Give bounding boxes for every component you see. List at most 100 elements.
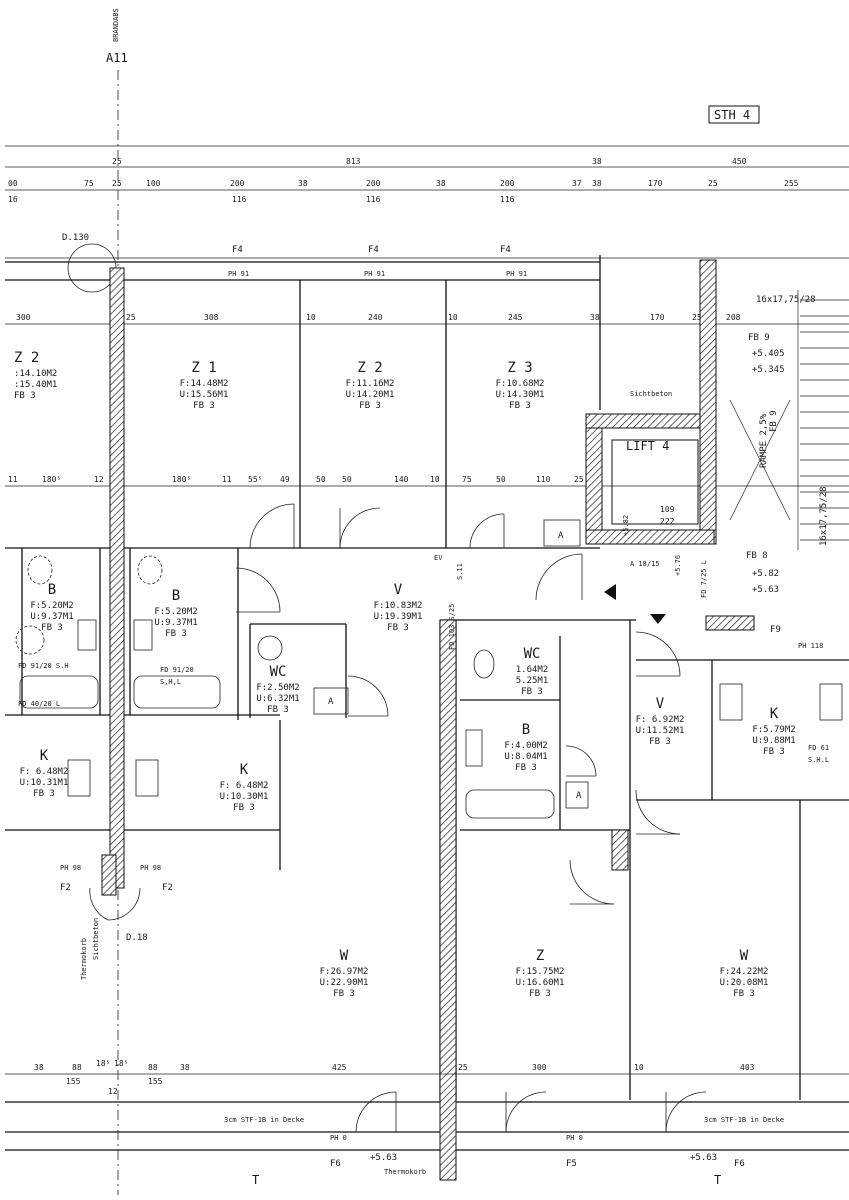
room-info-z2-2: FB 3 [359, 401, 381, 411]
bdim2-1: 12 [108, 1087, 118, 1096]
bdim-10: 403 [740, 1063, 755, 1072]
ph98-2: PH 98 [140, 864, 161, 872]
level-a: +5.63 [370, 1153, 397, 1163]
detail-circle [67, 243, 117, 293]
hatched-wall-mid [439, 619, 457, 1181]
room-info-z2-left-0: :14.10M2 [14, 369, 57, 379]
bdim2-0: 155 [66, 1077, 81, 1086]
dim-r5-1: 180⁵ [42, 475, 61, 484]
lift-lvl: +5.82 [622, 515, 630, 536]
box-a-frame-3 [565, 781, 589, 809]
bdim-0: 38 [34, 1063, 44, 1072]
room-info-w-right-0: F:24.22M2 [720, 967, 769, 977]
room-info-b-left-0: F:5.20M2 [30, 601, 73, 611]
s11-label: S.11 [456, 563, 464, 580]
window-f4-1: F4 [232, 245, 243, 255]
dim-38a: 38 [592, 157, 602, 166]
window-f4-3: F4 [500, 245, 511, 255]
sheet-code: STH 4 [714, 108, 750, 122]
detail-ref: D.130 [62, 233, 89, 243]
walls [5, 255, 849, 1151]
dim-r5-4: 11 [222, 475, 232, 484]
box-a-2: A [328, 697, 334, 707]
rampe: RAMPE 2,5% [759, 413, 769, 468]
dim-r2-11: 170 [648, 179, 663, 188]
rampe-fb: FB 9 [769, 410, 779, 432]
room-info-wc-left-2: FB 3 [267, 705, 289, 715]
room-info-z2-left-2: FB 3 [14, 391, 36, 401]
sheet-code-box [708, 105, 760, 124]
hatched-wall-lift-1 [585, 413, 603, 545]
ph91-2: PH 91 [364, 270, 385, 278]
room-info-k-mid-0: F: 6.48M2 [220, 781, 269, 791]
stair-fb8: FB 8 [746, 551, 768, 561]
room-info-v-top-1: U:19.39M1 [374, 612, 423, 622]
room-info-w-left-2: FB 3 [333, 989, 355, 999]
room-info-b-right-0: F:4.00M2 [504, 741, 547, 751]
room-info-k-right-0: F:5.79M2 [752, 725, 795, 735]
room-name-v-right: V [656, 696, 665, 712]
bdim-3: 18⁵ [114, 1059, 128, 1068]
room-info-w-right-1: U:20.08M1 [720, 978, 769, 988]
axis-tag: BRANDABS [112, 8, 120, 42]
ph91-1: PH 91 [228, 270, 249, 278]
room-name-b-right: B [522, 722, 530, 738]
stf-1: 3cm STF-1B in Decke [224, 1116, 304, 1124]
dim-r4-5: 10 [448, 313, 458, 322]
room-info-b-left-1: U:9.37M1 [30, 612, 73, 622]
dim-r5-2: 12 [94, 475, 104, 484]
room-info-wc-right-0: 1.64M2 [516, 665, 549, 675]
room-info-w-left-1: U:22.90M1 [320, 978, 369, 988]
room-info-wc-left-1: U:6.32M1 [256, 694, 299, 704]
box-a-1: A [558, 531, 564, 541]
dim-r5-6: 49 [280, 475, 290, 484]
stair-fb: FB 9 [748, 333, 770, 343]
room-name-k-right: K [770, 706, 779, 722]
room-info-b-mid-1: U:9.37M1 [154, 618, 197, 628]
fd-103: FD 103 S/25 [448, 604, 456, 650]
room-info-wc-left-0: F:2.50M2 [256, 683, 299, 693]
lift-name: LIFT 4 [626, 439, 669, 453]
dim-813: 813 [346, 157, 361, 166]
window-f4-2: F4 [368, 245, 379, 255]
dim-r2-12: 25 [708, 179, 718, 188]
dim-r2-3: 100 [146, 179, 161, 188]
fd-91-20-sh: FD 91/20 S.H [18, 662, 69, 670]
window-f6-2: F6 [734, 1159, 745, 1169]
room-info-k-right-2: FB 3 [763, 747, 785, 757]
stair-flight [729, 290, 849, 550]
hatched-wall-lift-4 [585, 529, 715, 545]
room-info-w-left-0: F:26.97M2 [320, 967, 369, 977]
window-f5: F5 [566, 1159, 577, 1169]
dim-r3-1: 116 [232, 195, 247, 204]
dim-r4-4: 240 [368, 313, 383, 322]
dim-r2-4: 200 [230, 179, 245, 188]
room-info-z3-2: FB 3 [509, 401, 531, 411]
room-info-b-mid-2: FB 3 [165, 629, 187, 639]
stair-spec: 16x17,75/28 [756, 295, 816, 305]
lift-dim2: 222 [660, 517, 675, 526]
room-name-b-mid: B [172, 588, 180, 604]
room-info-z3-0: F:10.68M2 [496, 379, 545, 389]
shl-label: S,H,L [160, 678, 181, 686]
lift-lvl2: +5.76 [674, 555, 682, 576]
room-name-k-left: K [40, 748, 49, 764]
lift-sichtbeton: Sichtbeton [630, 390, 672, 398]
room-info-z1-1: U:15.56M1 [180, 390, 229, 400]
stf-2: 3cm STF-1B in Decke [704, 1116, 784, 1124]
ph91-3: PH 91 [506, 270, 527, 278]
room-name-wc-left: WC [270, 664, 287, 680]
dim-r5-5: 55⁵ [248, 475, 262, 484]
fd-91-20: FD 91/20 [160, 666, 194, 674]
stair-level2: +5.345 [752, 365, 785, 375]
thermokorb: Thermokorb [80, 938, 88, 980]
dim-r4-7: 38 [590, 313, 600, 322]
dim-r2-8: 200 [500, 179, 515, 188]
room-info-w-right-2: FB 3 [733, 989, 755, 999]
room-info-z1-2: FB 3 [193, 401, 215, 411]
room-info-b-mid-0: F:5.20M2 [154, 607, 197, 617]
room-info-v-top-2: FB 3 [387, 623, 409, 633]
dim-r2-5: 38 [298, 179, 308, 188]
doors [89, 503, 707, 1133]
